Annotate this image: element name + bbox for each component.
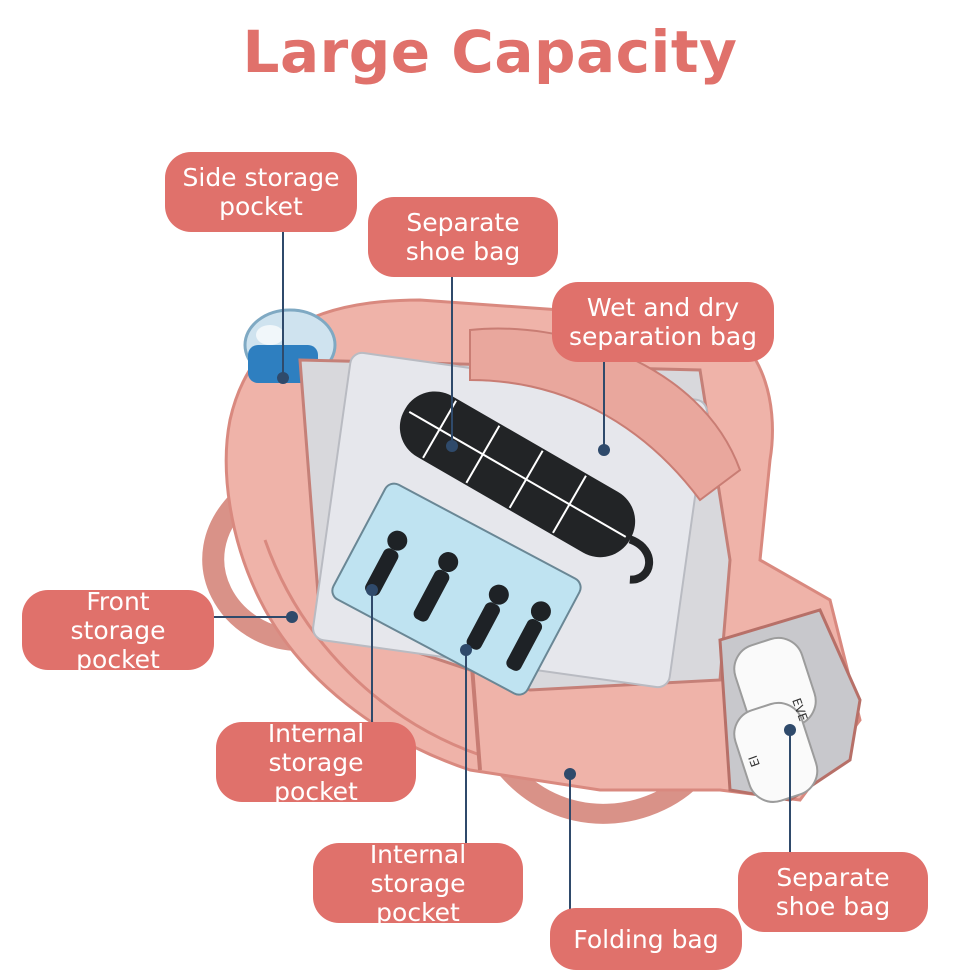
- front-pocket-seam: [263, 539, 481, 757]
- callout-internal-storage-pocket-1: Internal storage pocket: [216, 719, 416, 806]
- callout-side-storage-pocket: Side storage pocket: [165, 152, 357, 232]
- callout-folding-bag: Folding bag: [550, 908, 742, 970]
- shoe-compartment: EVE EI: [718, 608, 862, 803]
- callout-front-storage-pocket: Front storage pocket: [22, 587, 214, 674]
- shoe-size-label: EI: [746, 754, 763, 769]
- umbrella: [399, 391, 654, 584]
- pencil-case: [331, 482, 582, 696]
- callout-separate-shoe-bag-top: Separate shoe bag: [368, 197, 558, 277]
- page-title: Large Capacity: [242, 18, 738, 86]
- shoulder-strap: [202, 489, 311, 651]
- callout-wet-dry-separation-bag: Wet and dry separation bag: [552, 282, 774, 362]
- callout-internal-storage-pocket-2: Internal storage pocket: [313, 840, 523, 927]
- callout-separate-shoe-bag-bottom: Separate shoe bag: [738, 852, 928, 932]
